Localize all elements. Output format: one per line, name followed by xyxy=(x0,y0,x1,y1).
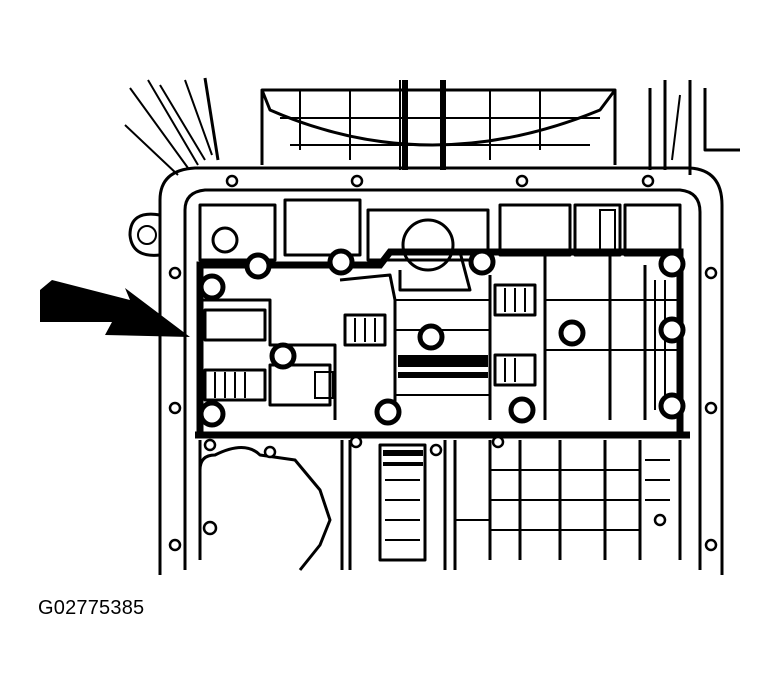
bolt-icon xyxy=(269,342,297,370)
bolts xyxy=(198,248,686,428)
bolt-icon xyxy=(468,248,496,276)
arrow-pointer-icon xyxy=(40,280,190,337)
bolt-icon xyxy=(374,398,402,426)
bolt-icon xyxy=(658,250,686,278)
upper-housing xyxy=(124,77,740,176)
bolt-icon xyxy=(198,400,226,428)
bolt-icon xyxy=(658,316,686,344)
bolt-icon xyxy=(558,319,586,347)
upper-valve-area xyxy=(198,198,682,272)
bolt-icon xyxy=(327,248,355,276)
bolt-icon xyxy=(658,392,686,420)
bolt-icon xyxy=(244,252,272,280)
bolt-icon xyxy=(198,273,226,301)
pan-flange xyxy=(128,166,724,575)
bolt-icon xyxy=(508,396,536,424)
lower-valve-area xyxy=(195,431,690,571)
bolt-icon xyxy=(417,323,445,351)
figure-id-label: G02775385 xyxy=(38,597,145,619)
